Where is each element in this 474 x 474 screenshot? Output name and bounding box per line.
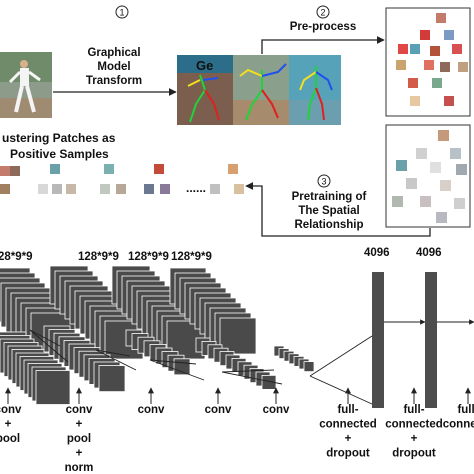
feature-map-8-6 — [303, 361, 315, 373]
layer-label-1-0: conv — [66, 404, 93, 416]
step1-line2: Model — [97, 61, 130, 73]
conv-layer-stacks — [0, 265, 315, 405]
dim-label-1: 28*9*9 — [0, 251, 33, 263]
preprocess-panel — [385, 7, 471, 117]
layer-label-0-0: conv — [0, 404, 22, 416]
connector-7 — [221, 371, 283, 385]
layer-label-0-1: + — [5, 419, 12, 431]
connector-9 — [309, 375, 373, 405]
banner-text: Ge — [196, 58, 213, 73]
step2-text: Pre-process — [290, 21, 356, 33]
arrow-pre-process — [261, 36, 385, 54]
arrow-spatial — [245, 182, 431, 237]
layer-label-6-3: dropout — [392, 448, 436, 460]
step1-line1: Graphical — [87, 47, 140, 59]
connector-8 — [309, 335, 373, 377]
step2-label: 2 Pre-process — [290, 5, 356, 33]
connector-1 — [29, 329, 69, 363]
cluster-patches — [0, 164, 244, 194]
cluster-title-line2: Positive Samples — [10, 147, 109, 161]
layer-label-7-0: full- — [457, 404, 474, 416]
feature-map-4-11 — [35, 370, 71, 405]
layer-connectors — [29, 319, 474, 405]
connector-2 — [95, 349, 131, 357]
connector-0 — [29, 329, 61, 347]
layer-labels: conv + pool conv + pool + norm conv conv conv full-… — [0, 387, 474, 474]
fc-size-2: 4096 — [416, 247, 442, 259]
connector-3 — [95, 349, 137, 371]
connector-6 — [221, 369, 275, 373]
dim-label-4: 128*9*9 — [171, 251, 212, 263]
source-photo — [0, 52, 52, 118]
spatial-panel — [385, 124, 471, 228]
layer-label-6-2: + — [411, 433, 418, 445]
layer-label-5-1: connected — [319, 419, 377, 431]
layer-label-6-1: connected — [385, 419, 443, 431]
step1-line3: Transform — [86, 75, 142, 87]
layer-label-3-0: conv — [205, 404, 232, 416]
fc-bar-2 — [425, 272, 437, 408]
layer-label-2-0: conv — [138, 404, 165, 416]
patches-ellipsis: ...... — [186, 181, 206, 195]
feature-map-5-11 — [98, 365, 126, 393]
layer-label-0-2: pool — [0, 433, 20, 445]
layer-label-1-4: norm — [65, 462, 94, 474]
layer-label-5-3: dropout — [326, 448, 370, 460]
layer-label-7-1: connecte — [443, 419, 474, 431]
step2-number: 2 — [320, 8, 325, 18]
dim-label-3: 128*9*9 — [128, 251, 169, 263]
step1-number: 1 — [119, 8, 124, 18]
dim-label-2: 128*9*9 — [78, 251, 119, 263]
step1-label: 1 Graphical Model Transform — [86, 5, 142, 87]
layer-label-5-0: full- — [337, 404, 358, 416]
layer-label-5-2: + — [345, 433, 352, 445]
step3-line2: The Spatial — [298, 205, 359, 217]
fc-bar-1 — [372, 272, 384, 408]
fc-size-1: 4096 — [364, 247, 390, 259]
step3-line3: Relationship — [294, 219, 363, 231]
connector-4 — [149, 359, 197, 365]
layer-label-1-3: + — [76, 448, 83, 460]
step3-number: 3 — [321, 177, 326, 187]
layer-label-1-1: + — [76, 419, 83, 431]
cluster-title-line1: ustering Patches as — [2, 131, 116, 145]
step3-label: 3 Pretraining of The Spatial Relationshi… — [292, 174, 367, 231]
feature-map-6-8 — [173, 358, 191, 376]
annotated-photos: Ge — [177, 55, 341, 125]
step3-line1: Pretraining of — [292, 191, 367, 203]
layer-label-1-2: pool — [67, 433, 91, 445]
layer-label-4-0: conv — [263, 404, 290, 416]
layer-label-6-0: full- — [403, 404, 424, 416]
connector-5 — [149, 359, 205, 381]
